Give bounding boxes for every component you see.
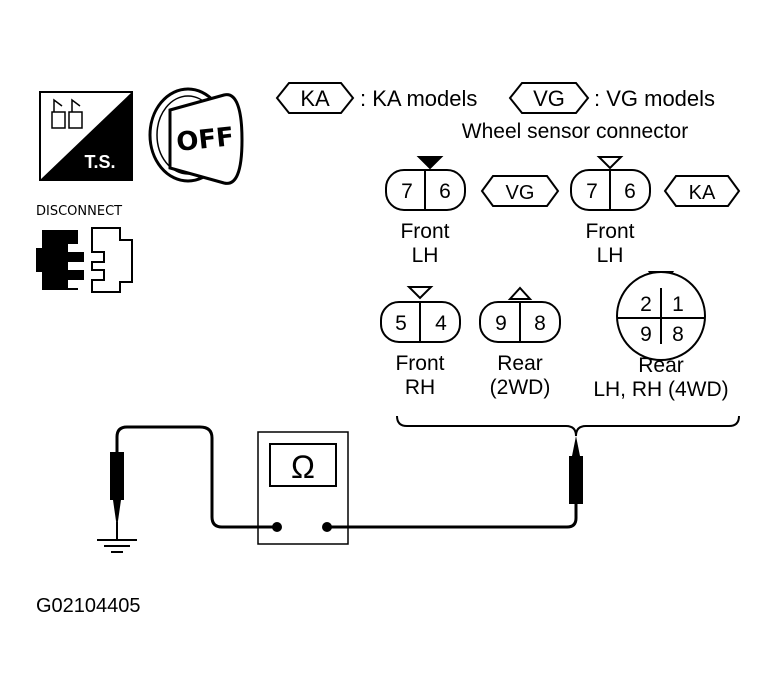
vg-legend-badge: VG bbox=[533, 86, 565, 111]
disconnect-label: DISCONNECT bbox=[36, 204, 122, 219]
connector-label: LH, RH (4WD) bbox=[593, 378, 728, 401]
vg-legend: VG : VG models bbox=[508, 82, 715, 114]
connector-front-lh-ka: 7 6 KA Front LH bbox=[570, 156, 741, 267]
ka-legend-text: : KA models bbox=[360, 86, 477, 111]
connector-key-open bbox=[596, 156, 624, 170]
pin: 6 bbox=[439, 180, 451, 203]
connector-key-up bbox=[507, 286, 533, 300]
pin: 9 bbox=[495, 312, 507, 335]
pin: 8 bbox=[534, 312, 546, 335]
pin: 4 bbox=[435, 312, 447, 335]
connector-label: Rear bbox=[638, 354, 684, 377]
ts-icon: T.S. bbox=[39, 91, 133, 181]
ohmmeter-display bbox=[269, 443, 337, 487]
ts-label: T.S. bbox=[84, 152, 115, 172]
ohm-symbol: Ω bbox=[291, 449, 315, 485]
ground-probe bbox=[110, 452, 124, 540]
key-off-icon: OFF bbox=[148, 87, 244, 185]
connector-label: Front bbox=[395, 352, 444, 375]
connector-rear-2wd: 9 8 Rear (2WD) bbox=[479, 286, 561, 399]
ka-badge: KA bbox=[689, 182, 716, 204]
connector-label: Front bbox=[585, 220, 634, 243]
connector-label: RH bbox=[405, 376, 435, 399]
ground-symbol bbox=[97, 539, 137, 553]
pin: 7 bbox=[586, 180, 598, 203]
pin: 8 bbox=[672, 323, 684, 346]
connector-front-rh: 5 4 Front RH bbox=[380, 286, 461, 399]
ka-badge-shape bbox=[663, 175, 741, 207]
ka-badge-shape bbox=[275, 82, 355, 114]
connector-label: (2WD) bbox=[490, 376, 551, 399]
pin: 5 bbox=[395, 312, 407, 335]
connector-key-open bbox=[406, 286, 434, 300]
key-off-label: OFF bbox=[175, 122, 235, 158]
diagram-title: Wheel sensor connector bbox=[462, 120, 688, 143]
pin: 6 bbox=[624, 180, 636, 203]
test-lead-connector bbox=[327, 503, 578, 529]
ka-legend: KA : KA models bbox=[275, 82, 477, 114]
pin: 9 bbox=[640, 323, 652, 346]
connector-front-lh-vg: 7 6 VG Front LH bbox=[385, 156, 560, 267]
connector-label: LH bbox=[597, 244, 624, 267]
vg-badge: VG bbox=[506, 182, 535, 204]
vg-badge-shape bbox=[508, 82, 590, 114]
pin: 1 bbox=[672, 293, 684, 316]
connector-rear-4wd: 2 1 9 8 Rear LH, RH (4WD) bbox=[593, 271, 729, 401]
connector-probe bbox=[569, 436, 583, 504]
figure-id: G02104405 bbox=[36, 595, 141, 617]
connector-key-filled bbox=[416, 156, 444, 170]
disconnect-icon bbox=[36, 227, 133, 293]
vg-legend-text: : VG models bbox=[594, 86, 715, 111]
pin: 7 bbox=[401, 180, 413, 203]
vg-badge-shape bbox=[480, 175, 560, 207]
ka-legend-badge: KA bbox=[300, 86, 330, 111]
connector-label: Rear bbox=[497, 352, 543, 375]
connector-label: LH bbox=[412, 244, 439, 267]
ohmmeter: Ω bbox=[257, 431, 349, 545]
connector-group-brace bbox=[396, 415, 740, 437]
connector-label: Front bbox=[400, 220, 449, 243]
pin: 2 bbox=[640, 293, 652, 316]
test-lead-ground bbox=[115, 425, 277, 529]
